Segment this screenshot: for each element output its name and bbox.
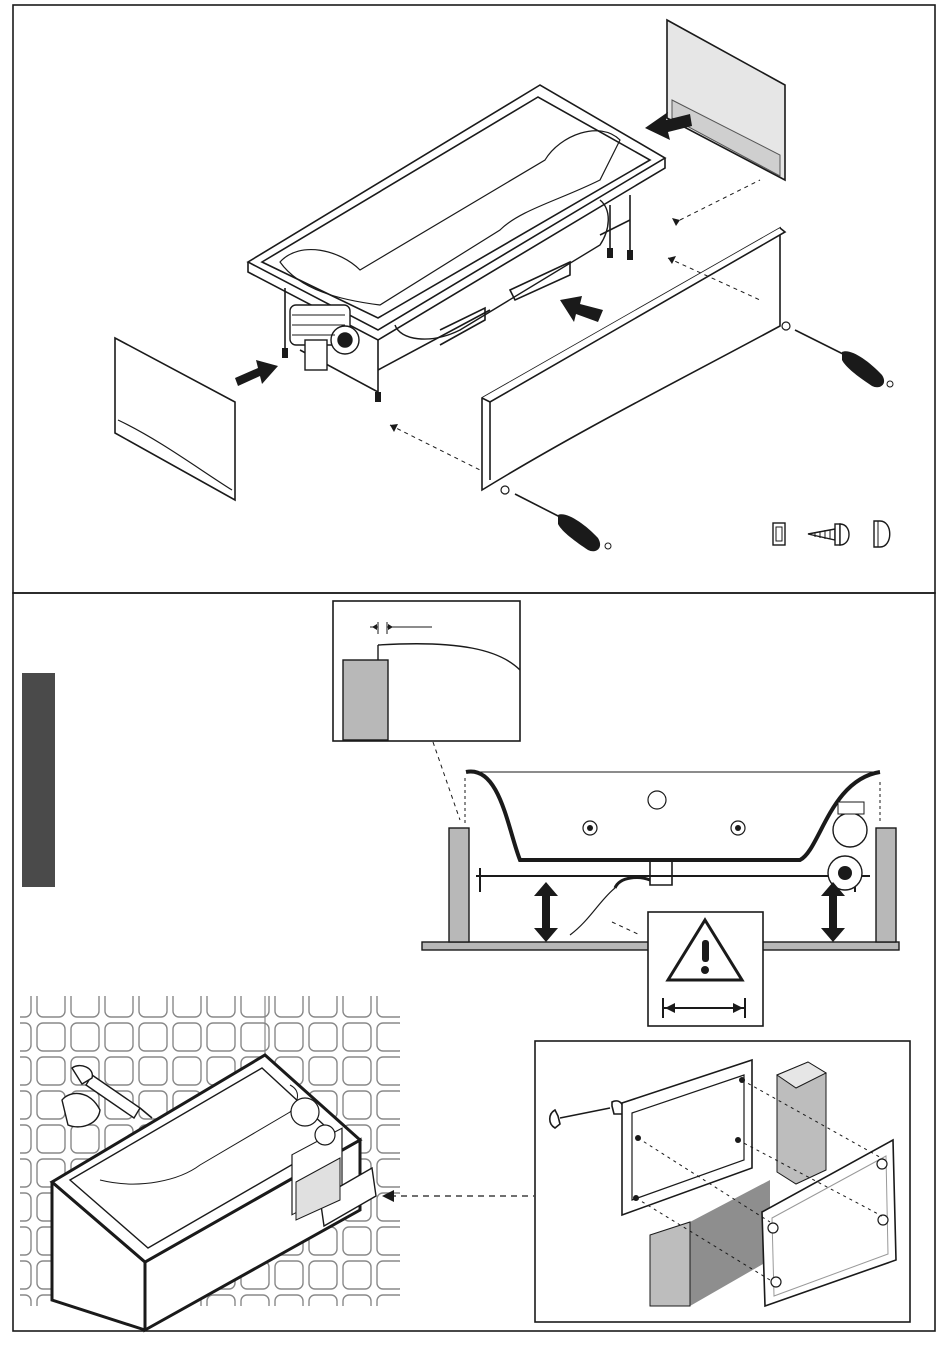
pump-motor bbox=[290, 305, 359, 370]
screwdriver-icon bbox=[501, 486, 611, 551]
detail-inset bbox=[333, 601, 520, 741]
access-panel-detail bbox=[535, 1041, 910, 1322]
panel-installation bbox=[20, 601, 910, 1330]
warning-box bbox=[648, 912, 763, 1026]
installed-bathtub-scene bbox=[20, 996, 400, 1330]
double-arrow-vertical-icon bbox=[534, 882, 558, 942]
arrow-right-icon bbox=[235, 360, 278, 386]
arrow-left-icon bbox=[560, 296, 603, 322]
double-arrow-vertical-icon bbox=[821, 882, 845, 942]
cap-icon bbox=[874, 521, 890, 547]
front-panel bbox=[482, 228, 785, 490]
end-panel-left bbox=[115, 338, 235, 500]
screw-icon bbox=[808, 524, 849, 545]
clip-icon bbox=[773, 523, 785, 545]
screwdriver-icon bbox=[782, 322, 893, 387]
end-panel-right bbox=[667, 20, 785, 180]
side-label-bar bbox=[22, 673, 55, 887]
panel-assembly bbox=[115, 20, 893, 551]
hardware-parts bbox=[773, 521, 890, 547]
